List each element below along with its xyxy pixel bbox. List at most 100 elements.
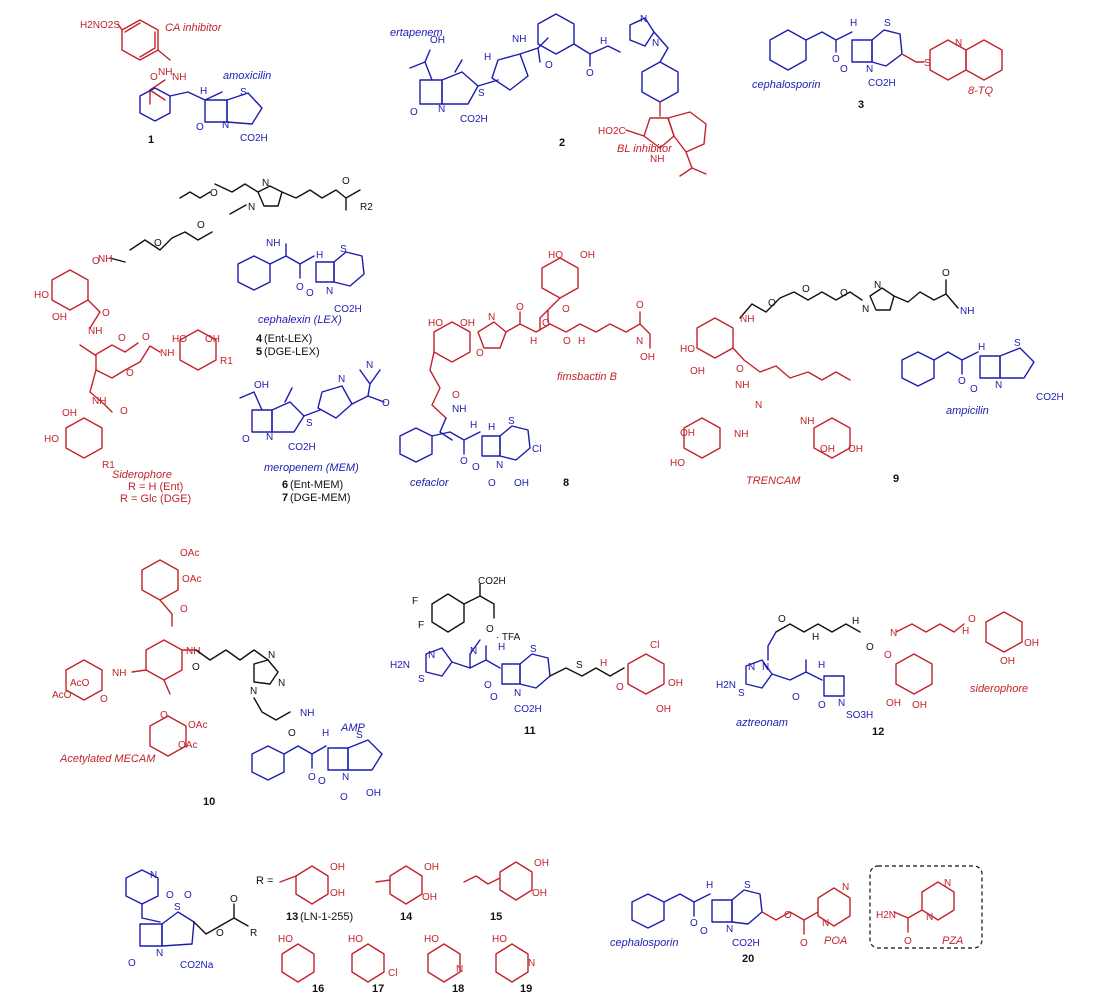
thiazolidine-ring	[226, 92, 263, 125]
atom-label: H2NO2S	[80, 20, 120, 31]
atom-label: H	[488, 422, 495, 433]
atom-label: R	[250, 928, 257, 939]
pyrroline-ring	[441, 71, 479, 105]
compound-1-drug: amoxicilin	[223, 70, 271, 82]
pyrazine-ring	[921, 881, 955, 921]
benzene-ring	[121, 19, 159, 61]
atom-label: O	[120, 406, 128, 417]
atom-label: O	[968, 614, 976, 625]
atom-label: OH	[254, 380, 269, 391]
atom-label: N	[838, 698, 845, 709]
atom-label: HO	[172, 334, 187, 345]
benzene-ring	[769, 29, 807, 71]
atom-label: O	[410, 107, 418, 118]
compound-4-7-siderophore: O O O N N O R2 NH HO OH O O NH O O O NH …	[34, 176, 390, 505]
atom-label: H	[962, 626, 969, 637]
compound-3-drug: cephalosporin	[752, 79, 821, 91]
atom-label: N	[496, 460, 503, 471]
atom-label: H	[578, 336, 585, 347]
acetylcatechol-ring	[65, 659, 103, 701]
atom-label: HO	[34, 290, 49, 301]
compound-number: 18	[452, 983, 464, 995]
bond	[159, 599, 173, 627]
hydroxypyridine-ring	[495, 943, 529, 983]
atom-label: O	[516, 302, 524, 313]
bond	[439, 417, 453, 441]
beta-lactam-ring	[139, 923, 163, 947]
atom-label: N	[636, 336, 643, 347]
compound-number: 17	[372, 983, 384, 995]
atom-label: S	[508, 416, 515, 427]
atom-label: O	[288, 728, 296, 739]
catechol-ring	[389, 865, 423, 905]
compound-1: H2NO2S NH O NH CA inhibitor H S N O CO2H…	[80, 19, 271, 146]
r-equals-label: R =	[256, 875, 273, 887]
atom-label: H	[852, 616, 859, 627]
thioether-linker	[549, 667, 625, 677]
bond	[281, 189, 361, 211]
atom-label: OH	[848, 444, 863, 455]
pyrrolidine-ring	[317, 385, 353, 419]
atom-label: O	[958, 376, 966, 387]
compound-8-drug: cefaclor	[410, 477, 450, 489]
atom-label: O	[800, 938, 808, 949]
atom-label: N	[874, 280, 881, 291]
benzene-ring	[667, 111, 707, 153]
atom-label: H	[600, 36, 607, 47]
atom-label: O	[196, 122, 204, 133]
siderophore-r-ent: R = H (Ent)	[128, 481, 183, 493]
beta-lactam-ring	[501, 663, 521, 685]
bond	[141, 903, 161, 923]
atom-label: O	[616, 682, 624, 693]
atom-label: O	[736, 364, 744, 375]
atom-label: HO	[492, 934, 507, 945]
atom-label: H	[850, 18, 857, 29]
atom-label: O	[166, 890, 174, 901]
beta-lactam-ring	[315, 261, 335, 283]
atom-label: N	[278, 678, 285, 689]
atom-label: O	[690, 918, 698, 929]
atom-label: O	[563, 336, 571, 347]
bond	[505, 311, 651, 349]
atom-label: OH	[690, 366, 705, 377]
atom-label: O	[818, 700, 826, 711]
sulfone-ring	[161, 911, 195, 947]
atom-label: CO2H	[1036, 392, 1064, 403]
oxazoline-ring	[477, 321, 507, 349]
atom-label: O	[102, 308, 110, 319]
thiazolidine-ring	[347, 739, 383, 771]
ring-double-bonds	[124, 22, 156, 58]
compound-2-drug: ertapenem	[390, 27, 443, 39]
triazole-ring	[629, 17, 655, 47]
atom-label: N	[438, 104, 445, 115]
atom-label: NH	[512, 34, 526, 45]
atom-label: O	[562, 304, 570, 315]
bond	[431, 431, 481, 455]
atom-label: N	[890, 628, 897, 639]
atom-label: O	[216, 928, 224, 939]
compound-number: 6	[282, 479, 288, 491]
atom-label: OH	[886, 698, 901, 709]
atom-label: O	[197, 220, 205, 231]
beta-lactam-ring	[711, 899, 733, 923]
atom-label: S	[174, 902, 181, 913]
atom-label: O	[545, 60, 553, 71]
atom-label: OH	[460, 318, 475, 329]
aztreonam-name: aztreonam	[736, 717, 788, 729]
pyrroline-ring	[271, 401, 305, 433]
atom-label: R1	[220, 356, 233, 367]
bond	[131, 649, 197, 695]
atom-label: N	[342, 772, 349, 783]
thiazole-ring	[745, 659, 773, 689]
compound-13-desc: (LN-1-255)	[300, 911, 353, 923]
atom-label: OH	[912, 700, 927, 711]
atom-label: NH	[88, 326, 102, 337]
triazole-ring	[869, 287, 895, 311]
atom-label: O	[318, 776, 326, 787]
meropenem-name: meropenem (MEM)	[264, 462, 359, 474]
compound-7-desc: (DGE-MEM)	[290, 492, 351, 504]
atom-label: CO2Na	[180, 960, 214, 971]
atom-label: N	[428, 650, 435, 661]
atom-label: N	[944, 878, 951, 889]
